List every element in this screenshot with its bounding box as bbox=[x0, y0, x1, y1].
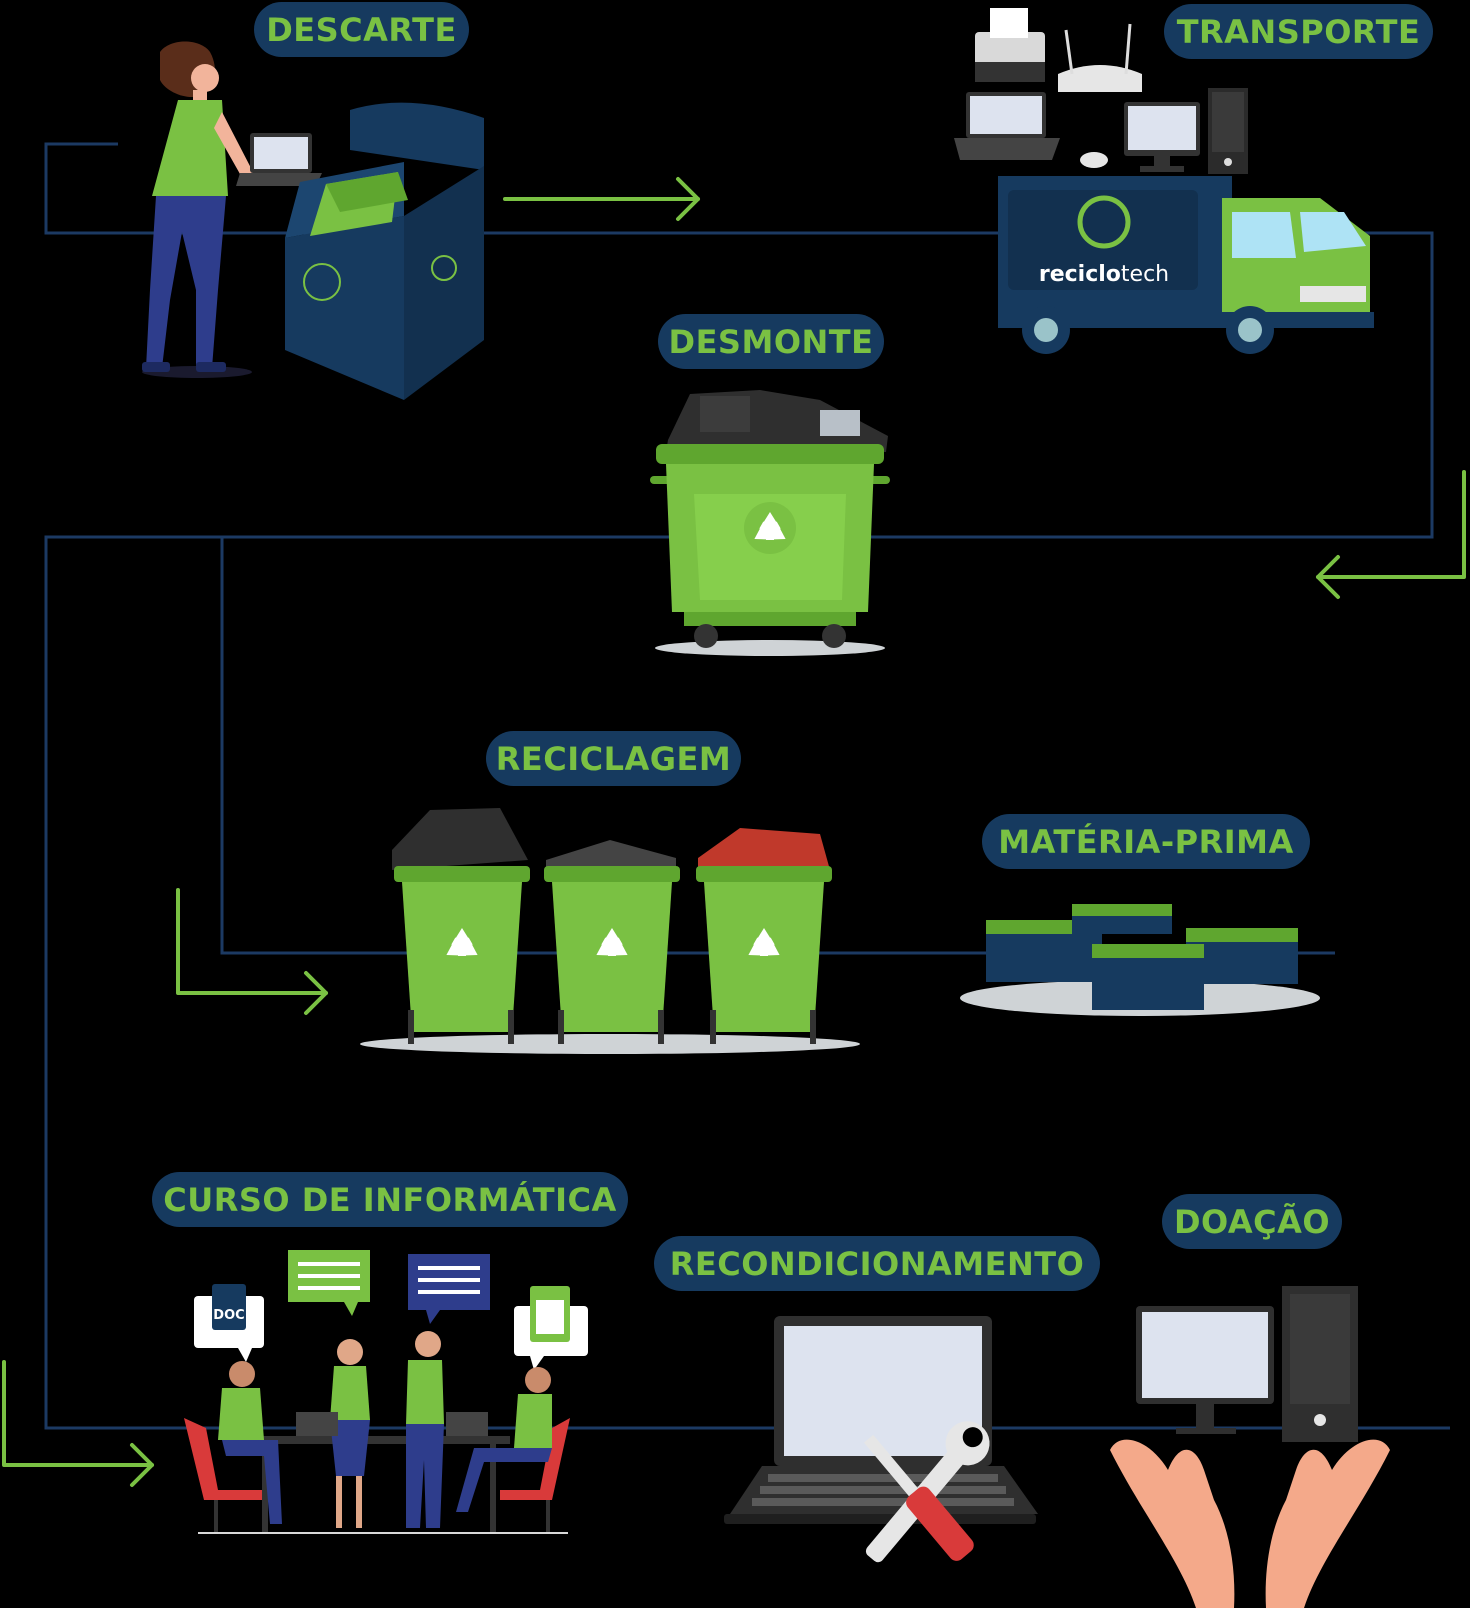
svg-text:reciclotech: reciclotech bbox=[1039, 262, 1169, 287]
label-curso-de-informatica: CURSO DE INFORMÁTICA bbox=[152, 1172, 628, 1227]
text-speech-bubble-green bbox=[288, 1250, 370, 1316]
raw-material-stack-illustration bbox=[960, 904, 1320, 1016]
arrow-transporte-to-desmonte bbox=[1316, 470, 1466, 599]
electronic-devices-illustration bbox=[954, 8, 1248, 174]
large-recycling-bin-illustration bbox=[650, 390, 890, 656]
flow-lines bbox=[44, 142, 1450, 1430]
recycling-bin-3 bbox=[696, 828, 832, 1044]
label-materia-prima: MATÉRIA-PRIMA bbox=[982, 814, 1310, 869]
label-doacao: DOAÇÃO bbox=[1162, 1194, 1342, 1249]
recycling-bin-2 bbox=[544, 840, 680, 1044]
student-3 bbox=[406, 1331, 444, 1528]
donation-hands-illustration bbox=[1110, 1286, 1390, 1608]
computer-course-illustration: DOC bbox=[184, 1250, 588, 1534]
truck-brand-light: tech bbox=[1121, 262, 1169, 287]
label-transporte: TRANSPORTE bbox=[1164, 4, 1433, 59]
truck-illustration: reciclotech bbox=[998, 176, 1374, 354]
label-desmonte: DESMONTE bbox=[658, 314, 884, 369]
flow-arrows bbox=[2, 177, 1466, 1487]
label-descarte: DESCARTE bbox=[254, 2, 469, 57]
screwdriver-icon bbox=[863, 1434, 974, 1561]
student-1 bbox=[218, 1361, 282, 1524]
recycling-bins-illustration bbox=[360, 808, 860, 1054]
woman-with-laptop-illustration bbox=[142, 41, 322, 378]
doc-speech-bubble: DOC bbox=[194, 1284, 264, 1362]
text-speech-bubble-navy bbox=[408, 1254, 490, 1324]
label-reciclagem: RECICLAGEM bbox=[486, 731, 741, 786]
arrow-to-reciclagem bbox=[176, 888, 328, 1015]
truck-logo-text: reciclotech bbox=[1039, 262, 1169, 287]
arrow-descarte-to-transporte bbox=[503, 177, 700, 221]
doc-label: DOC bbox=[213, 1308, 244, 1323]
truck-brand-bold: reciclo bbox=[1039, 262, 1121, 287]
student-4 bbox=[456, 1367, 552, 1512]
student-2 bbox=[330, 1339, 370, 1528]
laptop-repair-illustration bbox=[724, 1316, 1038, 1563]
arrow-to-curso bbox=[2, 1360, 154, 1487]
collection-box-illustration bbox=[285, 102, 484, 400]
label-recondicionamento: RECONDICIONAMENTO bbox=[654, 1236, 1100, 1291]
spreadsheet-speech-bubble bbox=[514, 1286, 588, 1370]
recycling-bin-1 bbox=[392, 808, 530, 1044]
